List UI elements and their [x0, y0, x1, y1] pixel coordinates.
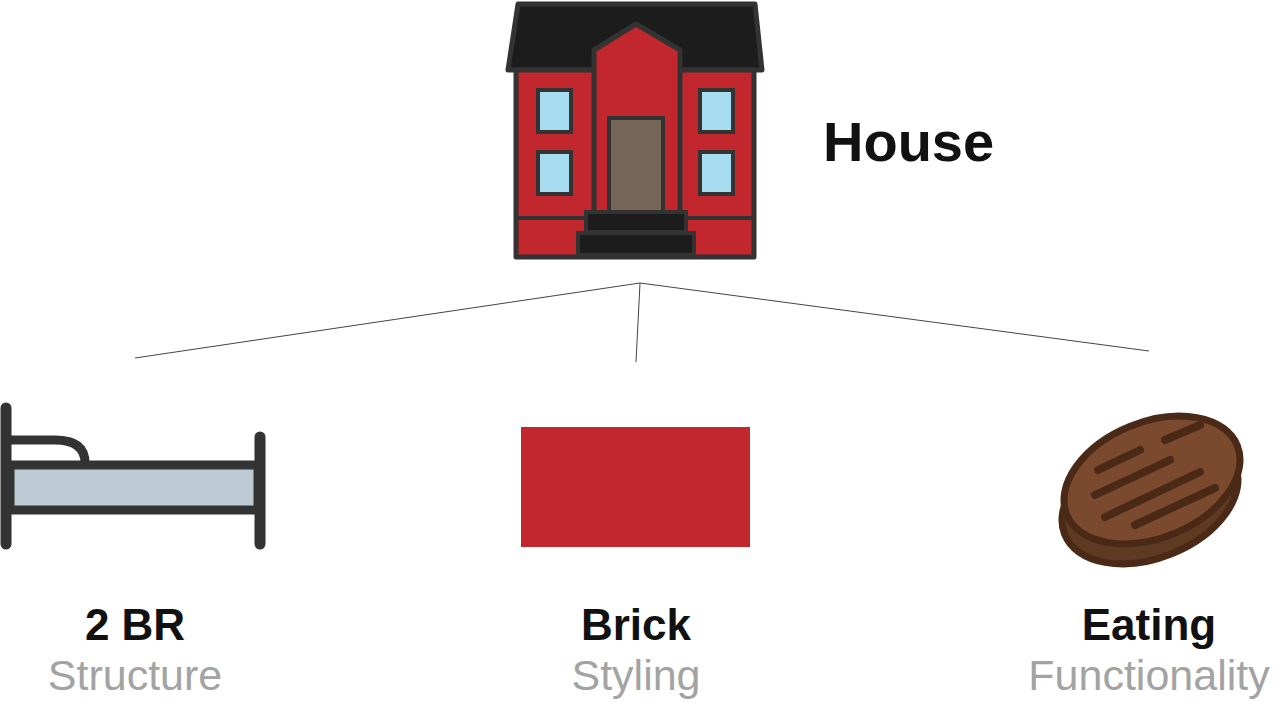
steak-icon [1043, 392, 1259, 588]
house-window [538, 152, 571, 194]
house-gable [594, 24, 680, 215]
bed-post [255, 437, 266, 544]
category-label: Structure [48, 651, 222, 700]
brick-swatch [521, 427, 750, 547]
grill-mark [1135, 488, 1215, 525]
root-node: House [505, 0, 1005, 283]
house-step [586, 212, 686, 232]
tree-connector [135, 283, 640, 358]
house-window [700, 152, 733, 194]
root-label: House [823, 110, 994, 174]
house-window [700, 90, 733, 132]
category-node: EatingFunctionality [1015, 351, 1283, 700]
tree-connector [640, 283, 1149, 351]
house-window [538, 90, 571, 132]
bed-mattress [10, 465, 258, 510]
bed-headboard [10, 440, 85, 463]
category-node: BrickStyling [506, 362, 766, 700]
house-step [578, 233, 694, 255]
grill-mark [1105, 472, 1200, 517]
grill-mark [1098, 450, 1140, 470]
tree-connector [636, 283, 640, 362]
category-label: Styling [571, 651, 700, 700]
steak-top [1045, 392, 1259, 568]
house-icon [508, 4, 762, 257]
category-label: Functionality [1028, 651, 1269, 700]
item-label: Eating [1082, 600, 1216, 651]
item-label: Brick [581, 600, 691, 651]
bed-post [1, 408, 12, 544]
house-door [609, 118, 663, 212]
category-node: 2 BRStructure [0, 358, 270, 700]
grill-mark [1165, 425, 1200, 440]
bed-icon [6, 408, 260, 544]
item-label: 2 BR [85, 600, 185, 651]
grill-marks [1095, 425, 1215, 525]
